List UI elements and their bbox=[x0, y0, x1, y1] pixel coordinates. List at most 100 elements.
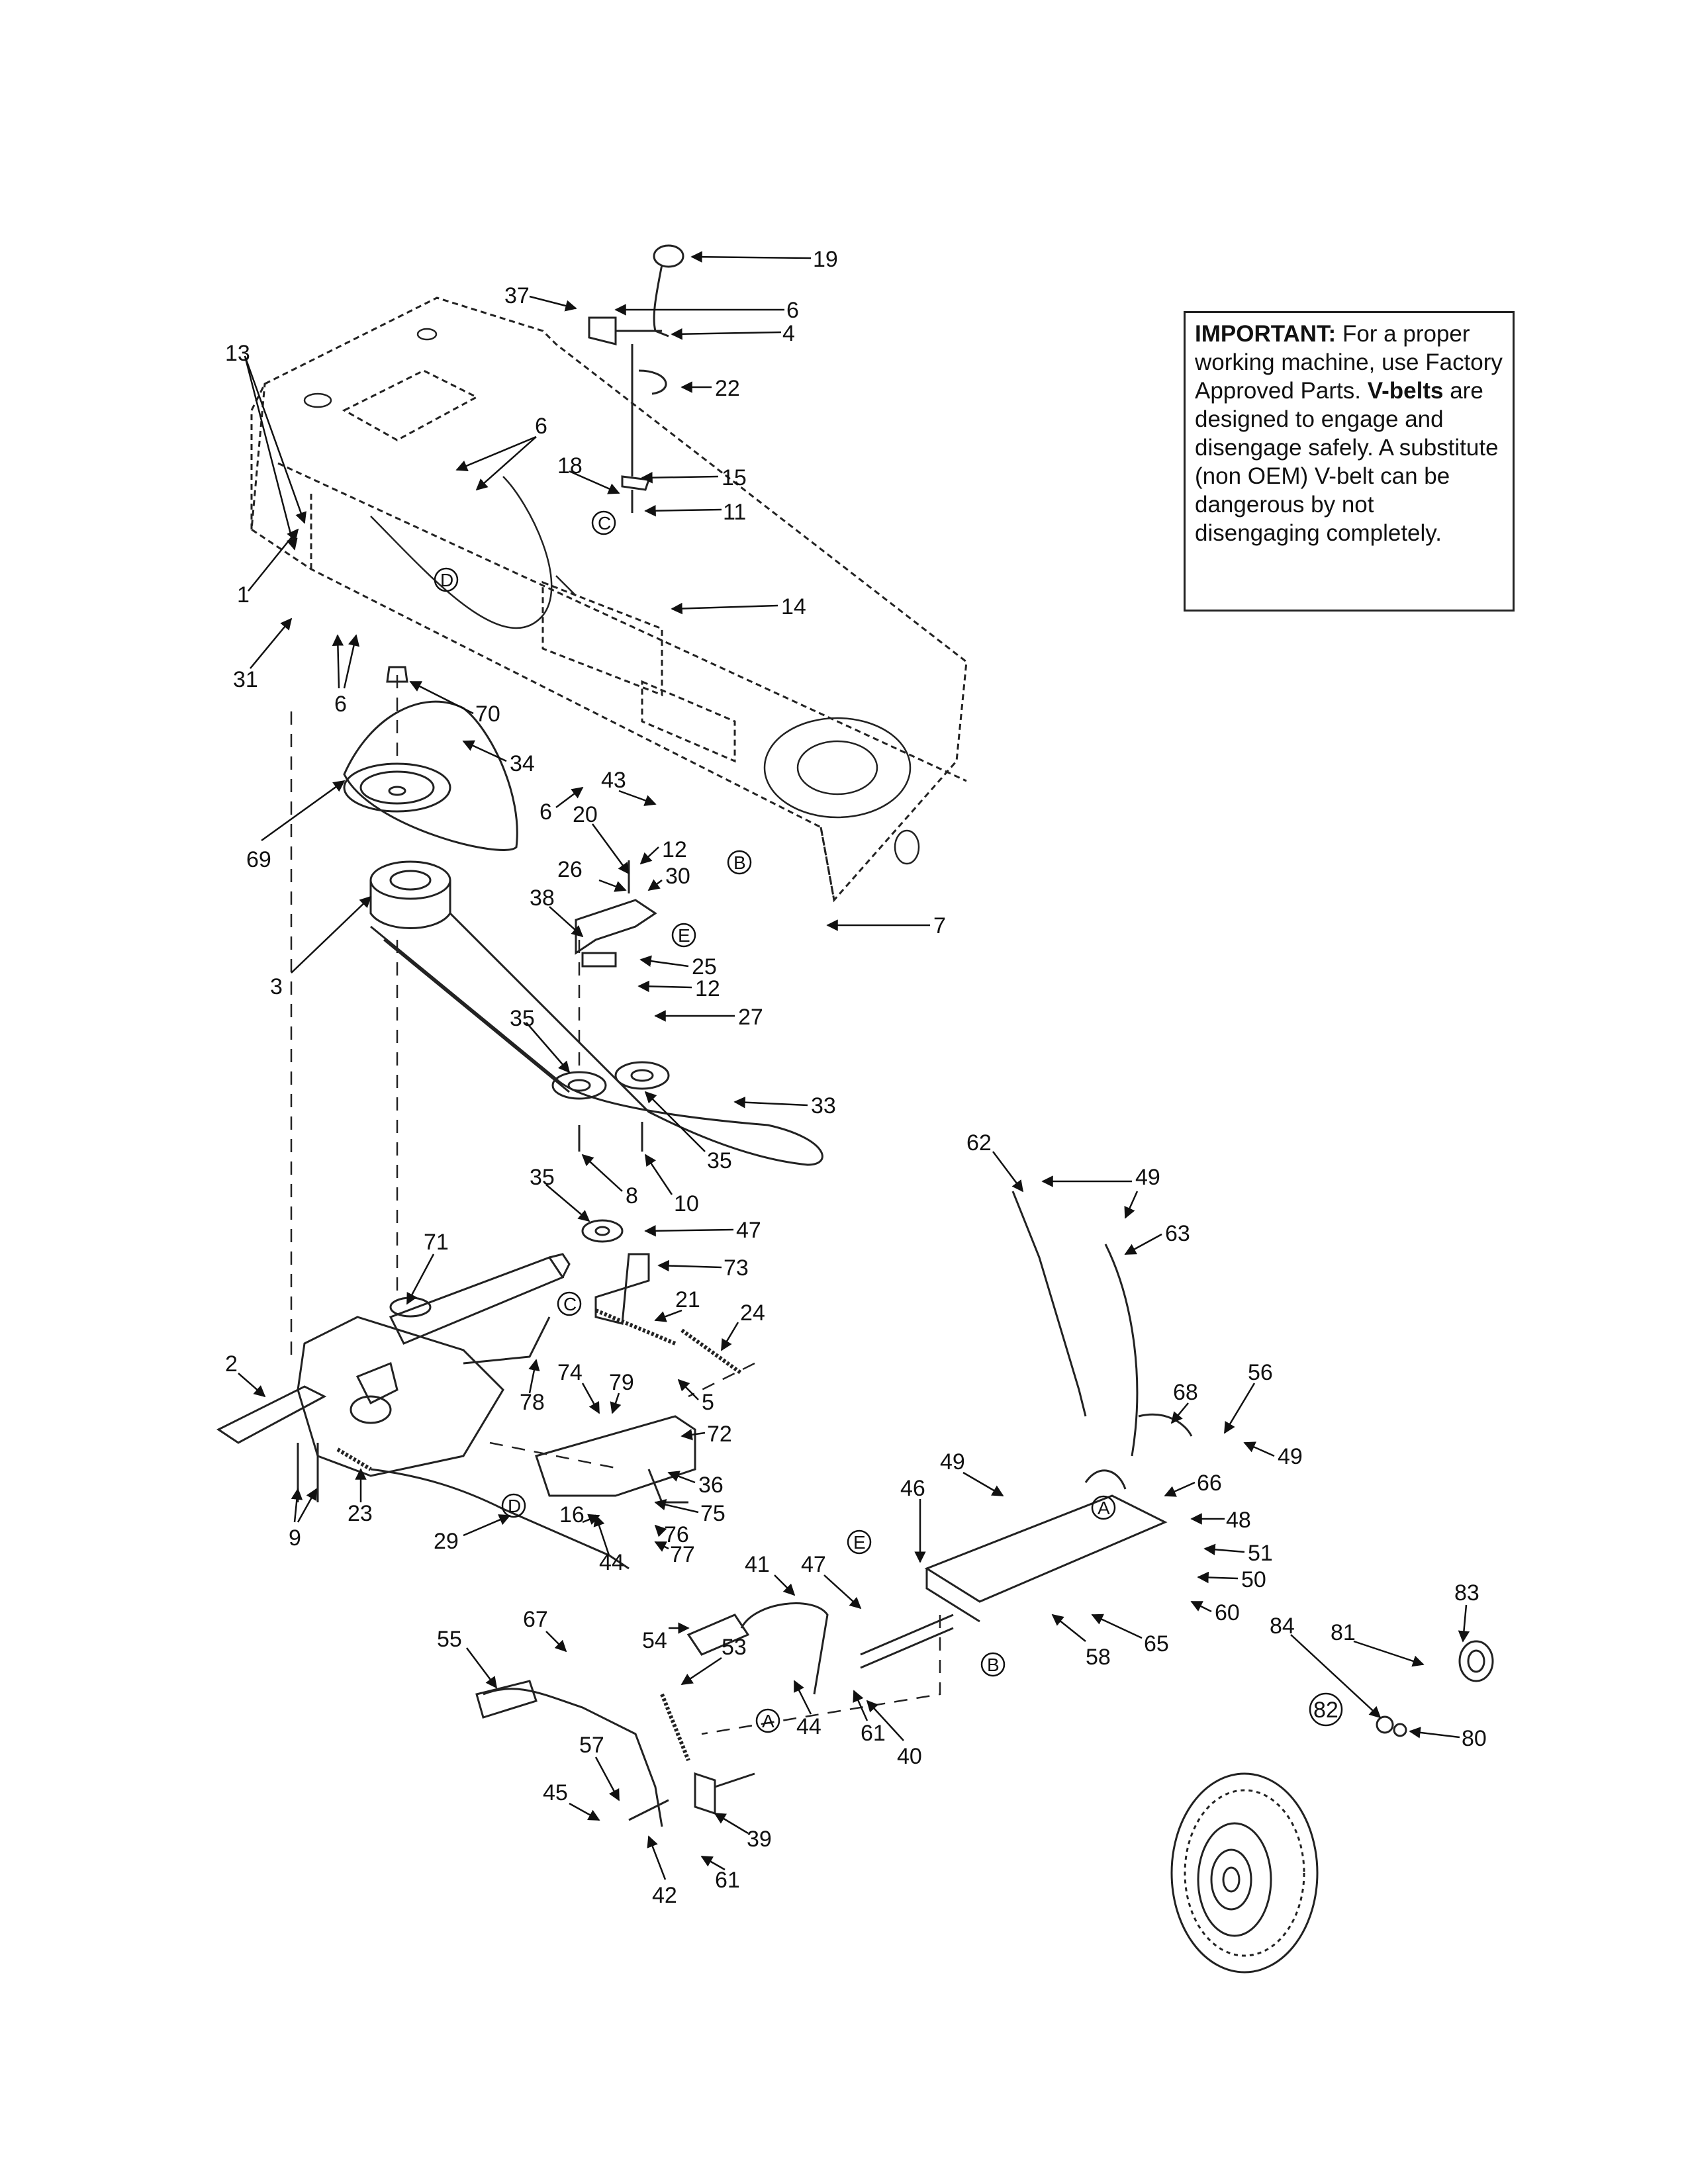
callout-82: 82 bbox=[1313, 1698, 1338, 1723]
ref-letter-b: B bbox=[733, 852, 746, 873]
callout-14: 14 bbox=[781, 594, 806, 619]
callout-24: 24 bbox=[740, 1300, 765, 1326]
callout-45: 45 bbox=[543, 1780, 568, 1805]
callout-54: 54 bbox=[642, 1628, 667, 1653]
callout-16: 16 bbox=[559, 1502, 585, 1527]
callout-6: 6 bbox=[535, 414, 547, 439]
ref-letter-a: A bbox=[762, 1711, 774, 1731]
callout-42: 42 bbox=[652, 1883, 677, 1908]
callout-4: 4 bbox=[782, 321, 795, 346]
callout-12: 12 bbox=[662, 837, 687, 862]
callout-26: 26 bbox=[557, 857, 583, 882]
wheel-tire bbox=[1170, 1772, 1319, 1974]
callout-46: 46 bbox=[900, 1476, 925, 1501]
callout-9: 9 bbox=[289, 1525, 301, 1551]
callout-49: 49 bbox=[940, 1449, 965, 1475]
callout-79: 79 bbox=[609, 1370, 634, 1395]
callout-55: 55 bbox=[437, 1627, 462, 1652]
callout-49: 49 bbox=[1278, 1444, 1303, 1469]
callout-60: 60 bbox=[1215, 1600, 1240, 1625]
callout-31: 31 bbox=[233, 667, 258, 692]
callout-80: 80 bbox=[1462, 1726, 1487, 1751]
callout-39: 39 bbox=[747, 1827, 772, 1852]
callout-43: 43 bbox=[601, 768, 626, 793]
callout-81: 81 bbox=[1331, 1620, 1356, 1645]
callout-18: 18 bbox=[557, 453, 583, 478]
ref-letter-d: D bbox=[440, 570, 453, 590]
callout-6: 6 bbox=[334, 692, 347, 717]
callout-2: 2 bbox=[225, 1351, 238, 1377]
leader-lines bbox=[238, 251, 1470, 1880]
callout-53: 53 bbox=[722, 1635, 747, 1660]
callout-34: 34 bbox=[510, 751, 535, 776]
callout-38: 38 bbox=[530, 886, 555, 911]
callout-57: 57 bbox=[579, 1733, 604, 1758]
reference-letters: C D B E C D E A B A bbox=[434, 510, 1116, 1733]
callout-51: 51 bbox=[1248, 1541, 1273, 1566]
callout-35: 35 bbox=[510, 1006, 535, 1031]
ref-letter-d: D bbox=[508, 1496, 521, 1516]
callout-10: 10 bbox=[674, 1191, 699, 1216]
ref-letter-c: C bbox=[563, 1294, 577, 1314]
callout-49: 49 bbox=[1135, 1165, 1160, 1190]
callout-40: 40 bbox=[897, 1744, 922, 1769]
callout-37: 37 bbox=[504, 283, 530, 308]
ref-letter-b: B bbox=[987, 1655, 1000, 1675]
callout-23: 23 bbox=[348, 1501, 373, 1526]
callout-44: 44 bbox=[599, 1550, 624, 1575]
callout-25: 25 bbox=[692, 954, 717, 979]
callout-11: 11 bbox=[723, 500, 746, 525]
transaxle bbox=[216, 1253, 571, 1502]
ref-letter-a: A bbox=[1098, 1498, 1110, 1518]
note-line-2: are designed to engage and disengage saf… bbox=[1195, 378, 1499, 546]
note-bold-vbelts: V-belts bbox=[1367, 378, 1444, 404]
callout-83: 83 bbox=[1454, 1580, 1479, 1606]
callout-1: 1 bbox=[237, 582, 250, 608]
callout-35: 35 bbox=[530, 1165, 555, 1190]
alignment-lines bbox=[290, 675, 941, 1735]
callout-44: 44 bbox=[796, 1714, 821, 1739]
hub-cap bbox=[1376, 1640, 1494, 1737]
callout-72: 72 bbox=[707, 1422, 732, 1447]
callout-61: 61 bbox=[861, 1721, 886, 1746]
callout-82-circle bbox=[1309, 1692, 1343, 1727]
callout-20: 20 bbox=[573, 802, 598, 827]
callout-73: 73 bbox=[724, 1255, 749, 1281]
callout-6: 6 bbox=[786, 298, 799, 323]
callout-76: 76 bbox=[664, 1522, 689, 1547]
callout-68: 68 bbox=[1173, 1380, 1198, 1405]
callout-50: 50 bbox=[1241, 1567, 1266, 1592]
frame-details bbox=[303, 328, 920, 865]
callout-62: 62 bbox=[966, 1130, 992, 1156]
callout-65: 65 bbox=[1144, 1631, 1169, 1657]
callout-48: 48 bbox=[1226, 1508, 1251, 1533]
callout-63: 63 bbox=[1165, 1221, 1190, 1246]
frame bbox=[250, 296, 968, 903]
idler-bracket bbox=[575, 860, 657, 968]
linkage-rods bbox=[336, 1308, 743, 1570]
callout-35: 35 bbox=[707, 1148, 732, 1173]
note-heading: IMPORTANT: bbox=[1195, 321, 1336, 347]
callout-47: 47 bbox=[736, 1218, 761, 1243]
callout-66: 66 bbox=[1197, 1471, 1222, 1496]
callout-6: 6 bbox=[539, 799, 552, 825]
callout-21: 21 bbox=[675, 1287, 700, 1312]
callout-71: 71 bbox=[424, 1230, 449, 1255]
ref-letter-c: C bbox=[598, 513, 611, 533]
callout-8: 8 bbox=[626, 1183, 638, 1208]
important-note: IMPORTANT: For a proper working machine,… bbox=[1184, 311, 1515, 612]
callout-5: 5 bbox=[702, 1390, 714, 1415]
callout-78: 78 bbox=[520, 1390, 545, 1415]
callout-27: 27 bbox=[738, 1005, 763, 1030]
callout-41: 41 bbox=[745, 1552, 770, 1577]
callout-84: 84 bbox=[1270, 1614, 1295, 1639]
pulley-belt-assembly bbox=[343, 666, 823, 1325]
ref-letter-e: E bbox=[678, 925, 690, 946]
callout-labels: 19 37 6 4 22 13 6 18 15 11 1 14 31 6 70 … bbox=[225, 247, 1487, 1908]
callout-58: 58 bbox=[1086, 1645, 1111, 1670]
callout-69: 69 bbox=[246, 847, 271, 872]
callout-13: 13 bbox=[225, 341, 250, 366]
callout-7: 7 bbox=[933, 913, 946, 938]
callout-36: 36 bbox=[698, 1473, 724, 1498]
